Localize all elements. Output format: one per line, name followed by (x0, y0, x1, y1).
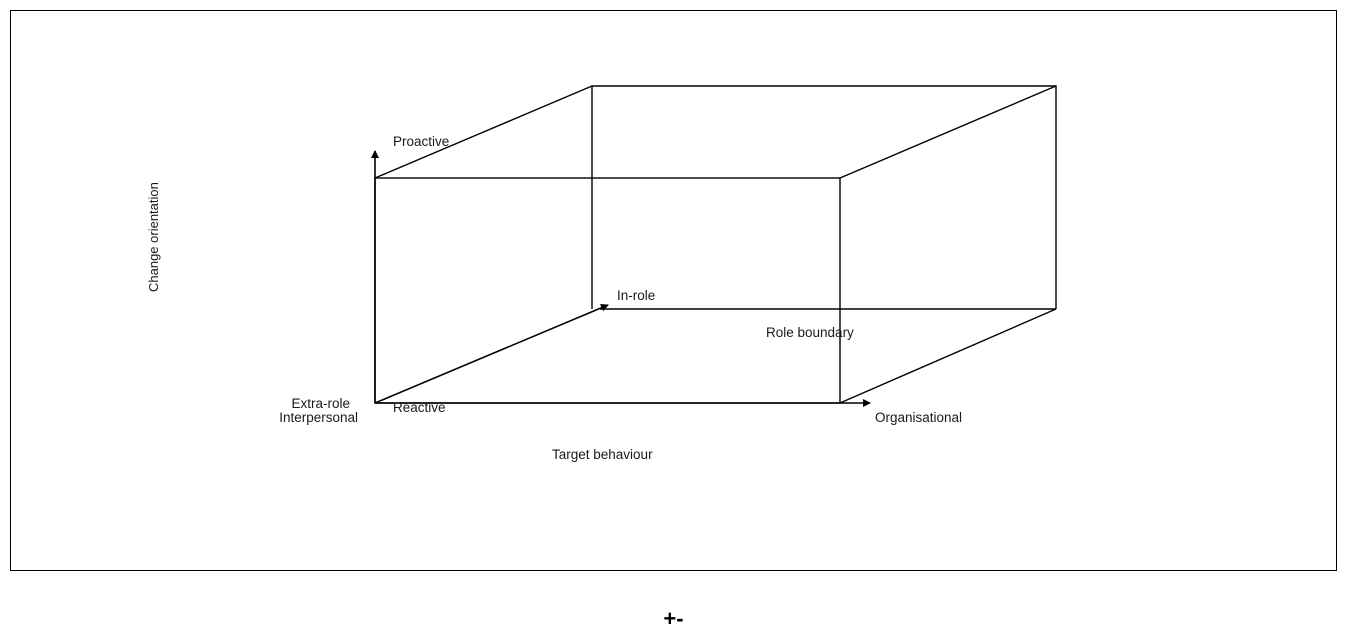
cube-edge-top-left (374, 85, 593, 179)
proactive-label: Proactive (393, 134, 450, 149)
role-boundary-label: Role boundary (766, 325, 854, 340)
change-orientation-label: Change orientation (146, 182, 161, 292)
reactive-label: Reactive (393, 400, 446, 415)
cube-edge-top-right (839, 85, 1057, 179)
organisational-label: Organisational (875, 410, 963, 425)
extra-role-label: Extra-role (291, 396, 350, 411)
footer-symbol: +- (663, 606, 684, 631)
figure-frame (10, 10, 1337, 571)
cube-front-face (374, 177, 841, 404)
target-behaviour-label: Target behaviour (552, 447, 653, 462)
interpersonal-label: Interpersonal (279, 410, 358, 425)
role-axis-arrow (374, 304, 609, 404)
cube-edge-bottom-right (839, 308, 1057, 404)
in-role-label: In-role (617, 288, 656, 303)
cube-back-face-top (591, 85, 1057, 309)
